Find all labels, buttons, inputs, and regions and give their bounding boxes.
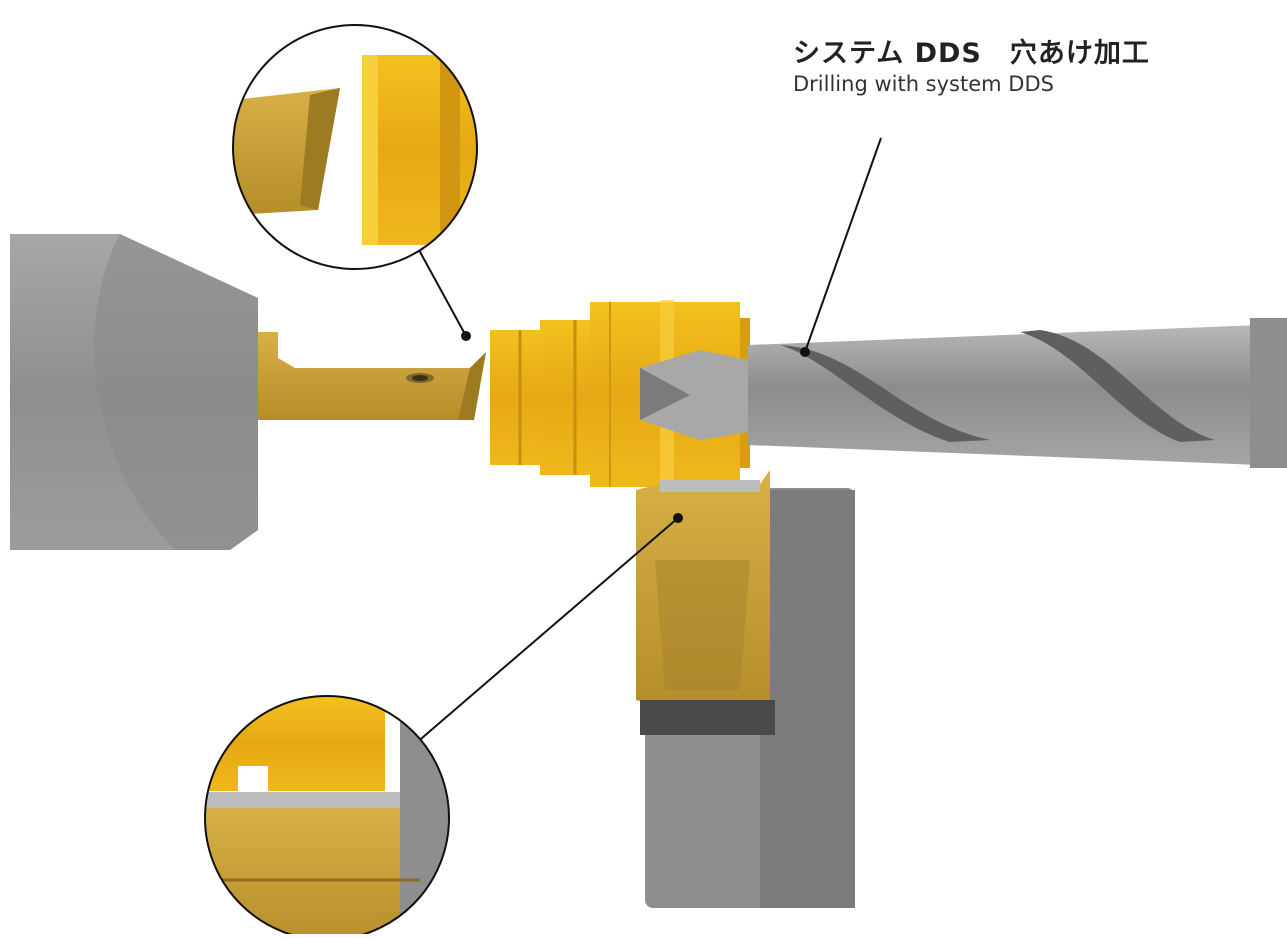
leader-lines bbox=[412, 137, 882, 745]
zoom-detail-top bbox=[232, 24, 478, 270]
leader-dot-drill bbox=[800, 347, 810, 357]
turret-housing bbox=[10, 234, 258, 550]
caption: システム DDS 穴あけ加工 Drilling with system DDS bbox=[793, 38, 1150, 98]
caption-title-ja: システム DDS 穴あけ加工 bbox=[793, 38, 1150, 69]
leader-dot-boring-bar bbox=[461, 331, 471, 341]
twist-drill bbox=[640, 318, 1287, 468]
zoom-detail-bottom bbox=[204, 695, 450, 938]
clamp-unit bbox=[636, 470, 855, 908]
leader-dot-clamp bbox=[673, 513, 683, 523]
caption-title-en: Drilling with system DDS bbox=[793, 72, 1054, 96]
boring-bar bbox=[258, 332, 486, 420]
